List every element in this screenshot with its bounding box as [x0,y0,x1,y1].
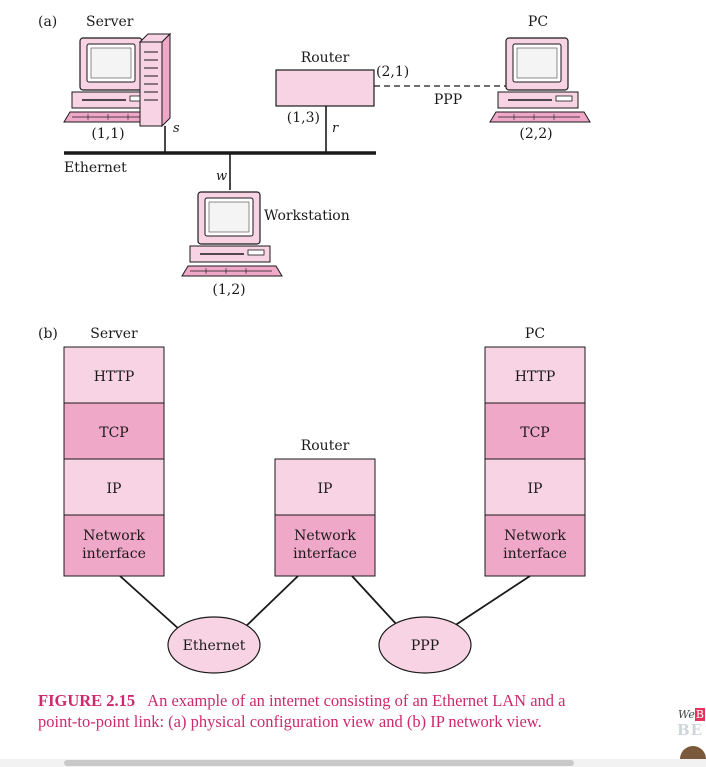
ethernet-network-ellipse [167,616,261,674]
server-protocol-stack [63,346,165,577]
pc-protocol-stack [484,346,586,577]
panel-a-label: (a) [38,14,57,30]
pc-to-ppp-line [453,575,531,627]
figure-number: FIGURE 2.15 [38,691,136,710]
logo-text-a: We [678,708,695,721]
ppp-network-ellipse [378,616,472,674]
router-stack-label: Router [301,438,350,454]
router-netif-layer-line1: Network [294,528,356,544]
pc-computer-icon [489,37,591,123]
logo-text-line2: BE [677,721,704,739]
logo-text-b: B [694,708,706,721]
workstation-computer-icon [181,191,283,277]
watermark-logo: WeB BE [672,706,706,767]
router-to-ppp-line [351,575,399,627]
router-netif-layer-line2: interface [293,546,357,562]
pc-netif-layer-line1: Network [504,528,566,544]
pc-label: PC [528,14,548,30]
panel-b-label: (b) [38,326,58,342]
server-port-label: s [173,121,180,136]
workstation-address: (1,2) [212,282,245,298]
horizontal-scrollbar[interactable] [0,759,706,767]
router-protocol-stack [274,458,376,577]
router-ip-layer: IP [318,481,333,497]
pc-stack-label: PC [525,326,545,342]
ppp-network-label: PPP [411,638,439,654]
router-label: Router [301,50,350,66]
pc-ip-layer: IP [528,481,543,497]
router-to-ethernet-line [241,575,299,631]
server-ip-layer: IP [107,481,122,497]
server-to-ethernet-line [119,575,181,631]
server-http-layer: HTTP [94,369,135,385]
server-stack-label: Server [90,326,138,342]
server-label: Server [86,14,134,30]
ppp-link-label: PPP [434,92,462,108]
network-figure: (a) Server (1,1) s Router (2,1) (1,3) r … [38,14,591,674]
workstation-label: Workstation [264,208,350,224]
pc-http-layer: HTTP [515,369,556,385]
workstation-port-label: w [216,169,227,184]
server-netif-layer-line1: Network [83,528,145,544]
pc-tcp-layer: TCP [520,425,549,441]
router-port-label: r [332,121,339,136]
router-box [275,69,375,107]
router-lan-address: (1,3) [287,110,320,126]
server-address: (1,1) [91,126,124,142]
caption-text: An example of an internet consisting of … [38,691,566,731]
server-netif-layer-line2: interface [82,546,146,562]
server-tcp-layer: TCP [99,425,128,441]
scrollbar-thumb[interactable] [64,760,574,766]
ethernet-label: Ethernet [64,160,127,176]
server-tower-icon [138,32,172,128]
router-ppp-address: (2,1) [376,64,409,80]
ethernet-network-label: Ethernet [183,638,246,654]
pc-netif-layer-line2: interface [503,546,567,562]
pc-address: (2,2) [519,126,552,142]
